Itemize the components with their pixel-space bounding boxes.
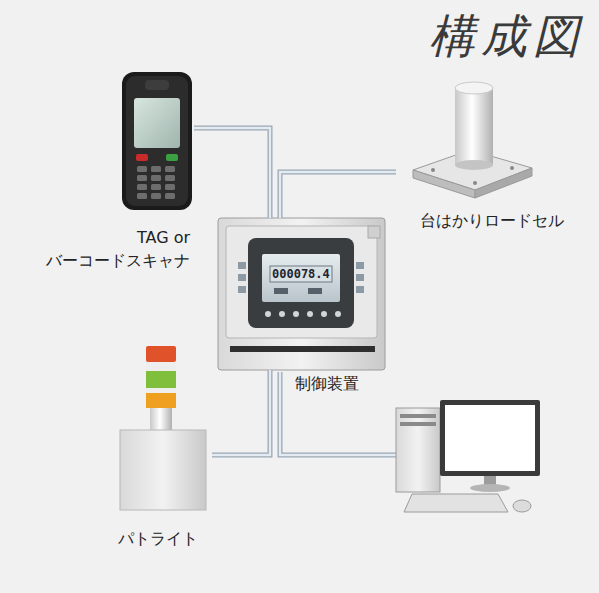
- signal-tower-node: パトライト: [104, 338, 212, 550]
- signal-tower: [120, 346, 206, 510]
- key: [137, 175, 147, 181]
- device-label: 制御装置: [295, 372, 359, 395]
- device-label: パトライト: [104, 527, 212, 550]
- key: [151, 193, 161, 199]
- pc-cable: [280, 372, 400, 455]
- cable: [280, 172, 396, 218]
- cable: [194, 128, 270, 218]
- control-unit-node: 制御装置: [218, 218, 385, 370]
- title: 構成図: [429, 6, 585, 68]
- key: [165, 175, 175, 181]
- computer: [396, 400, 540, 512]
- device-label: 台はかりロードセル: [396, 209, 588, 232]
- device-label: TAG or バーコードスキャナ: [8, 226, 190, 272]
- key: [137, 166, 147, 172]
- key: [137, 184, 147, 190]
- handheld-terminal: [122, 72, 192, 210]
- load-cell-node: 台はかりロードセル: [396, 76, 588, 232]
- control-unit: [218, 218, 385, 370]
- cable: [212, 370, 270, 455]
- key: [151, 166, 161, 172]
- key: [137, 193, 147, 199]
- scanner-node: TAG or バーコードスキャナ: [8, 66, 194, 272]
- pc-cable-core: [280, 372, 400, 455]
- key: [165, 193, 175, 199]
- cable: [212, 370, 270, 455]
- cable: [194, 128, 270, 218]
- key: [165, 184, 175, 190]
- key: [151, 184, 161, 190]
- key: [165, 166, 175, 172]
- load-cell: [413, 82, 532, 198]
- cable: [280, 172, 396, 218]
- display-reading: 000078.4: [272, 267, 330, 281]
- key: [151, 175, 161, 181]
